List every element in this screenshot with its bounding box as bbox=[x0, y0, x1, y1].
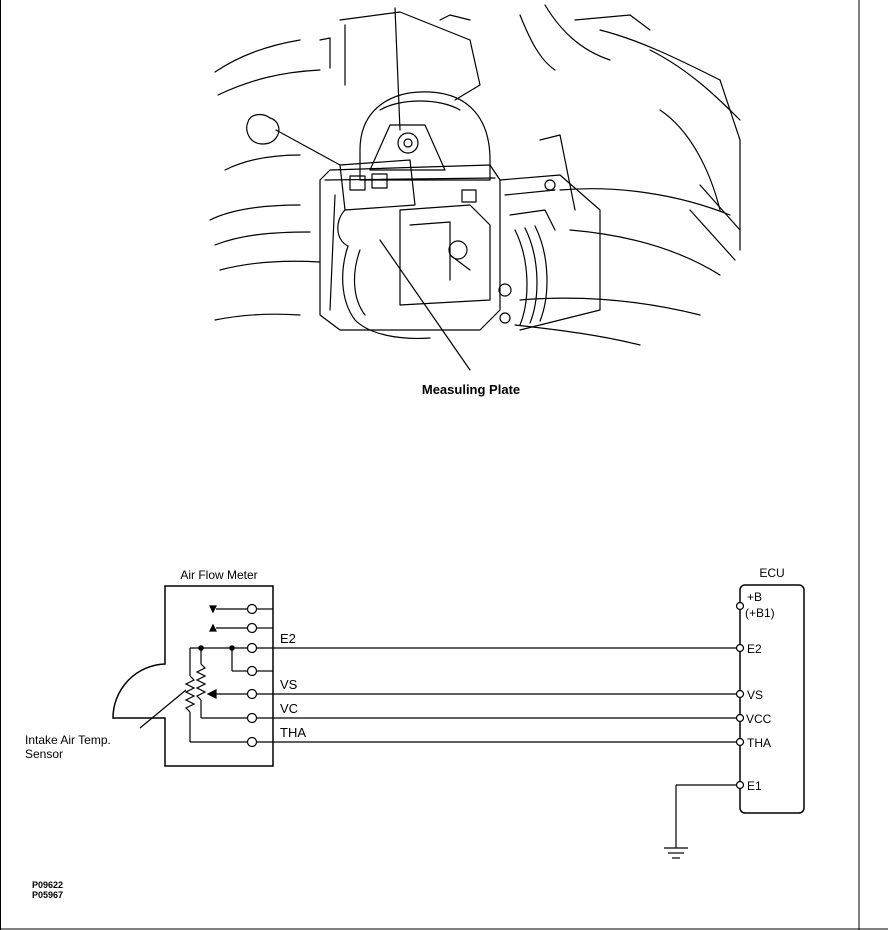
ecu-pin-b: +B bbox=[747, 590, 762, 604]
ecu-terminals bbox=[735, 601, 745, 790]
air-flow-meter-box bbox=[112, 585, 274, 767]
air-flow-meter-illustration bbox=[209, 4, 741, 371]
sensor-label-line2: Sensor bbox=[25, 747, 63, 761]
meter-pin-e2: E2 bbox=[280, 631, 296, 646]
figure-code-1: P09622 bbox=[32, 880, 63, 890]
meter-pin-tha: THA bbox=[280, 725, 306, 740]
ecu-pin-vcc: VCC bbox=[746, 712, 772, 726]
ecu-title: ECU bbox=[759, 566, 784, 580]
ecu-pin-tha: THA bbox=[747, 736, 771, 750]
ecu-box bbox=[739, 584, 805, 814]
sensor-label-line1: Intake Air Temp. bbox=[25, 733, 111, 747]
ecu-pin-b1: (+B1) bbox=[745, 606, 775, 620]
meter-pin-vs: VS bbox=[280, 677, 298, 692]
meter-terminals bbox=[246, 642, 258, 748]
meter-pin-vc: VC bbox=[280, 701, 298, 716]
ecu-pin-e1: E1 bbox=[747, 779, 762, 793]
harness-wires bbox=[257, 647, 736, 743]
ecu-pin-vs: VS bbox=[747, 688, 763, 702]
ground-symbol bbox=[664, 784, 736, 859]
meter-switch-contacts bbox=[209, 603, 273, 634]
meter-internal-circuit bbox=[139, 645, 247, 743]
figure-code-2: P05967 bbox=[32, 890, 63, 900]
air-flow-meter-title: Air Flow Meter bbox=[180, 568, 257, 582]
ecu-pin-e2: E2 bbox=[747, 642, 762, 656]
measuring-plate-label: Measuling Plate bbox=[422, 382, 520, 397]
